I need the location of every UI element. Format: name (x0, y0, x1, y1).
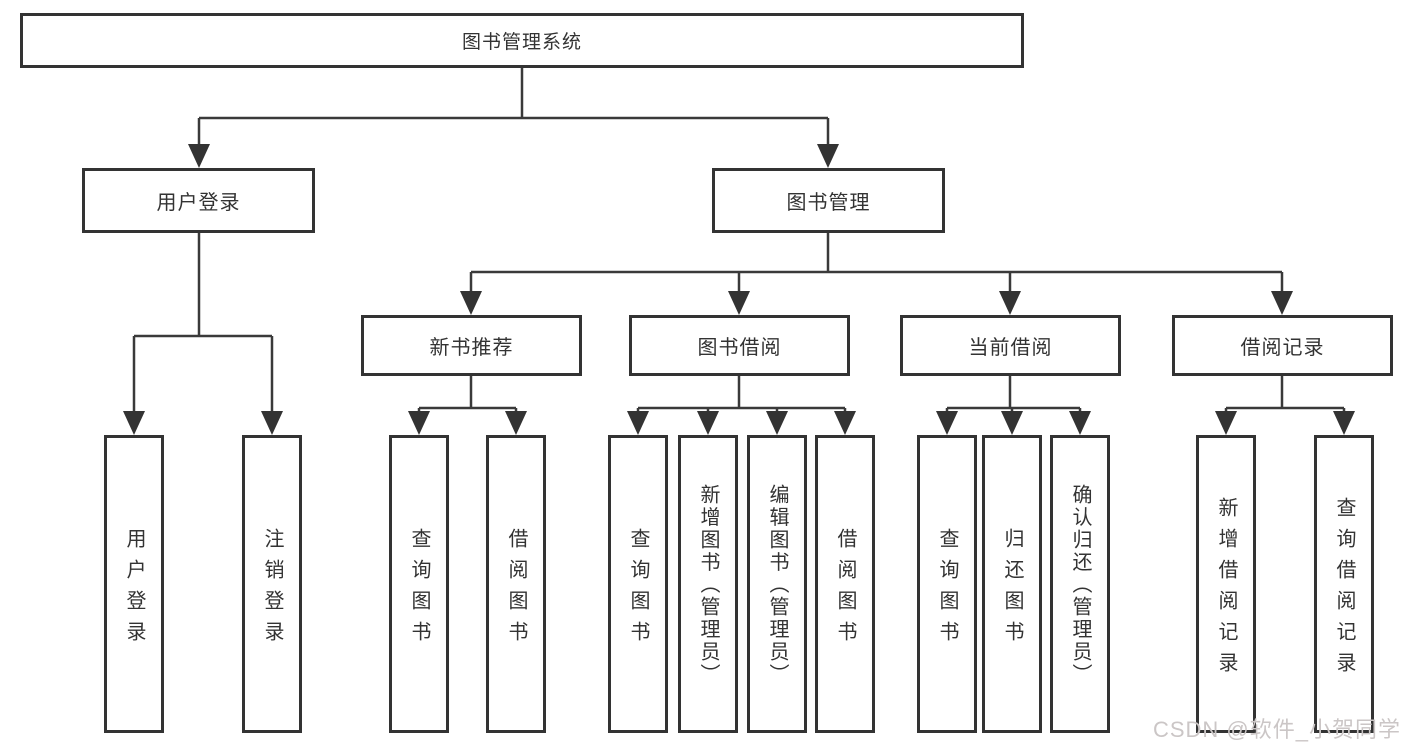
leaf-query-books-2: 查询图书 (608, 435, 668, 733)
node-label: 当前借阅 (968, 337, 1053, 359)
leaf-edit-books-admin: 编辑图书（管理员） (747, 435, 807, 733)
node-label: 图书管理系统 (461, 32, 582, 53)
leaf-query-books-1: 查询图书 (389, 435, 449, 733)
node-label: 新书推荐 (429, 337, 514, 359)
node-label: 借阅图书 (505, 527, 527, 652)
leaf-query-books-3: 查询图书 (917, 435, 977, 733)
node-label: 查询图书 (408, 527, 430, 652)
node-label: 借阅图书 (834, 527, 856, 652)
node-label: 查询图书 (936, 527, 958, 652)
arrowheads (123, 144, 1355, 435)
node-borrow-records: 借阅记录 (1172, 315, 1393, 376)
node-label: 查询借阅记录 (1333, 496, 1355, 683)
node-label: 查询图书 (627, 527, 649, 652)
node-label: 归还图书 (1001, 527, 1023, 652)
node-label: 用户登录 (123, 527, 145, 652)
node-label: 新增图书（管理员） (697, 484, 719, 686)
leaf-return-books: 归还图书 (982, 435, 1042, 733)
leaf-user-login: 用户登录 (104, 435, 164, 733)
node-label: 借阅记录 (1240, 337, 1325, 359)
node-label: 编辑图书（管理员） (766, 484, 788, 686)
node-label: 图书管理 (786, 192, 871, 214)
node-book-borrow: 图书借阅 (629, 315, 850, 376)
node-label: 新增借阅记录 (1215, 496, 1237, 683)
leaf-query-borrow-record: 查询借阅记录 (1314, 435, 1374, 733)
leaf-borrow-books-1: 借阅图书 (486, 435, 546, 733)
node-book-management: 图书管理 (712, 168, 945, 233)
node-current-borrow: 当前借阅 (900, 315, 1121, 376)
leaf-add-borrow-record: 新增借阅记录 (1196, 435, 1256, 733)
node-label: 图书借阅 (697, 337, 782, 359)
leaf-borrow-books-2: 借阅图书 (815, 435, 875, 733)
leaf-confirm-return-admin: 确认归还（管理员） (1050, 435, 1110, 733)
leaf-add-books-admin: 新增图书（管理员） (678, 435, 738, 733)
node-user-login: 用户登录 (82, 168, 315, 233)
node-label: 注销登录 (261, 527, 283, 652)
node-root-library-system: 图书管理系统 (20, 13, 1024, 68)
node-new-book-recommend: 新书推荐 (361, 315, 582, 376)
csdn-watermark: CSDN @软件_小贺同学 (1152, 717, 1401, 742)
node-label: 确认归还（管理员） (1069, 484, 1091, 686)
leaf-logout: 注销登录 (242, 435, 302, 733)
node-label: 用户登录 (156, 192, 241, 214)
